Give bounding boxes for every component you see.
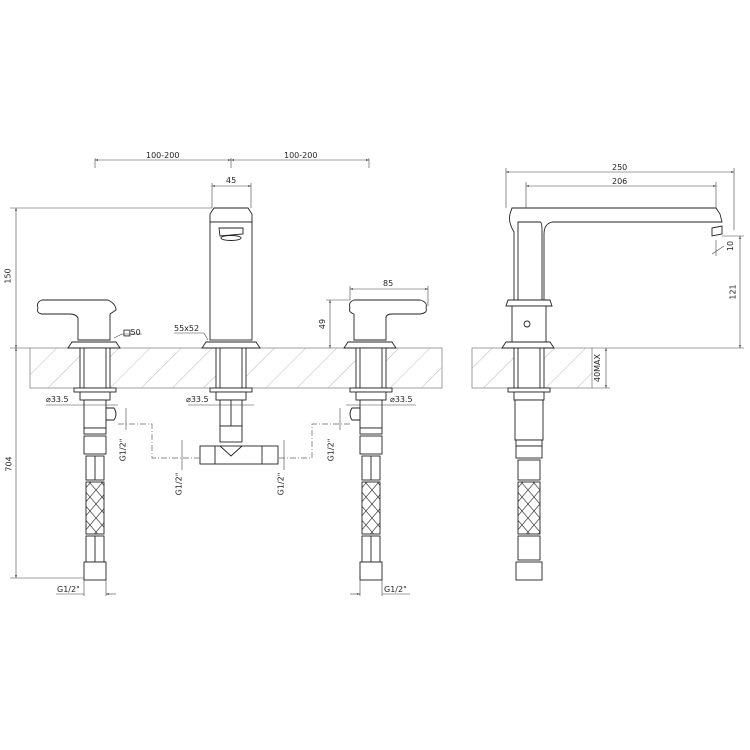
- dim-reach: 206: [612, 177, 628, 186]
- thread-left-outlet: G1/2": [118, 438, 128, 462]
- dim-handle-width: 85: [383, 279, 394, 288]
- dim-spacing-right: 100-200: [284, 151, 318, 160]
- dim-total-height: 150: [3, 268, 13, 284]
- dim-hose-length: 704: [4, 456, 14, 472]
- dim-spout-height: 121: [728, 284, 738, 300]
- dimension-lines: [10, 158, 744, 596]
- dim-shank-center: ⌀33.5: [186, 395, 209, 404]
- left-handle: [37, 299, 121, 581]
- side-spout: [501, 207, 723, 581]
- connection-lines: [118, 423, 350, 459]
- dim-handle-height: 49: [318, 318, 328, 330]
- front-view: [37, 207, 427, 581]
- right-handle: [343, 299, 427, 581]
- center-spout: [199, 207, 279, 465]
- dim-overall-length: 250: [612, 163, 628, 172]
- dim-shank-left: ⌀33.5: [46, 395, 69, 404]
- thread-tee-left: G1/2": [174, 472, 184, 496]
- dim-spacing-left: 100-200: [146, 151, 180, 160]
- dim-spout-base: 55x52: [174, 324, 200, 333]
- dim-shank-right: ⌀33.5: [390, 395, 413, 404]
- dim-spout-width: 45: [226, 176, 237, 185]
- square-symbol: [123, 329, 131, 337]
- dim-handle-square: □50: [123, 328, 141, 337]
- dim-aerator-angle: 10: [726, 240, 736, 252]
- thread-left-hose: G1/2": [57, 585, 80, 594]
- dim-deck-thickness: 40MAX: [593, 353, 603, 383]
- thread-tee-right: G1/2": [276, 472, 286, 496]
- thread-right-outlet: G1/2": [326, 438, 336, 462]
- thread-right-hose: G1/2": [384, 585, 407, 594]
- side-view: [501, 207, 723, 581]
